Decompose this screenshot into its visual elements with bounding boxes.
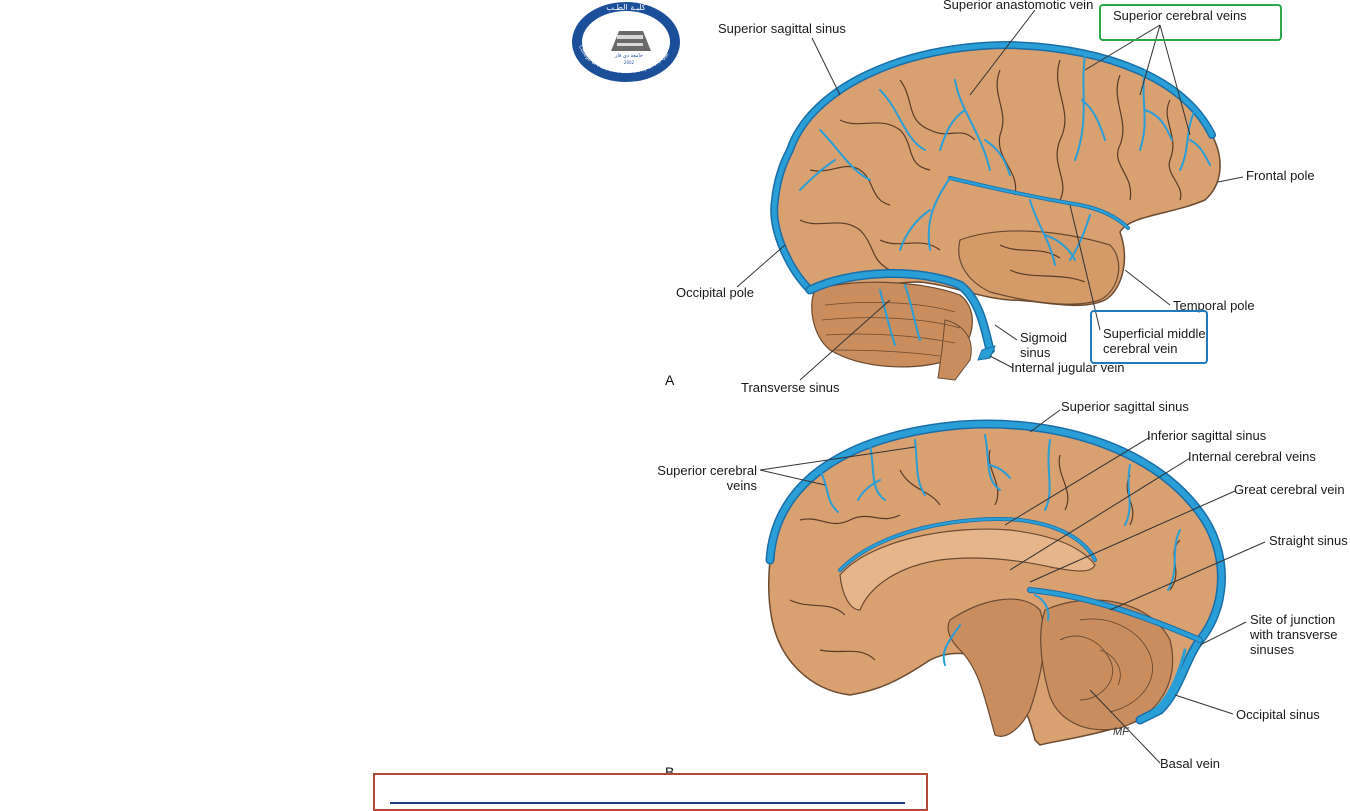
label-straight-sinus: Straight sinus [1269, 533, 1348, 548]
label-superior-cerebral-veins-b-line1: Superior cerebral [657, 463, 757, 478]
label-occipital-sinus: Occipital sinus [1236, 707, 1320, 722]
highlight-superficial-middle-cerebral-vein [1090, 310, 1208, 364]
svg-text:كليـة الطـب: كليـة الطـب [606, 3, 646, 12]
label-transverse-sinus: Transverse sinus [741, 380, 840, 395]
illustrator-signature: MF [1113, 726, 1129, 738]
svg-text:جامعة ذي قار: جامعة ذي قار [614, 53, 643, 59]
label-superior-cerebral-veins-a: Superior cerebral veins [1113, 8, 1247, 23]
label-occipital-pole: Occipital pole [676, 285, 755, 300]
svg-text:2002: 2002 [624, 60, 635, 65]
brainstem [937, 319, 972, 381]
brainstem-medial [947, 598, 1045, 737]
label-superior-sagittal-sinus-b: Superior sagittal sinus [1061, 399, 1189, 414]
bottom-title-underline [390, 802, 905, 804]
bottom-title-box [373, 773, 928, 811]
highlight-superior-cerebral-veins [1099, 4, 1282, 41]
label-great-cerebral-vein: Great cerebral vein [1234, 482, 1345, 497]
label-superficial-middle-cerebral-vein-line2: cerebral vein [1103, 341, 1178, 356]
figure-a-letter: A [665, 372, 675, 388]
label-sigmoid-sinus-line2: sinus [1020, 345, 1051, 360]
label-superior-sagittal-sinus-a: Superior sagittal sinus [718, 21, 846, 36]
label-site-of-junction-line1: Site of junction [1250, 612, 1336, 627]
label-site-of-junction-line2: with transverse [1250, 627, 1338, 642]
figure-b-letter: B [665, 764, 675, 780]
label-basal-vein: Basal vein [1160, 756, 1220, 771]
corpus-callosum [839, 528, 1096, 611]
label-superficial-middle-cerebral-vein-line1: Superficial middle [1103, 326, 1206, 341]
label-sigmoid-sinus-line1: Sigmoid [1020, 330, 1067, 345]
cerebellum-medial [1040, 599, 1174, 731]
college-logo: كليـة الطـب جامعة ذي قار 2002 College of… [572, 2, 680, 82]
label-frontal-pole: Frontal pole [1246, 168, 1315, 183]
temporal-lobe [958, 230, 1120, 305]
label-internal-cerebral-veins: Internal cerebral veins [1188, 449, 1316, 464]
label-site-of-junction-line3: sinuses [1250, 642, 1295, 657]
label-inferior-sagittal-sinus: Inferior sagittal sinus [1147, 428, 1267, 443]
label-superior-cerebral-veins-b-line2: veins [726, 478, 757, 493]
label-superior-anastomotic-vein: Superior anastomotic vein [943, 0, 1094, 12]
label-temporal-pole: Temporal pole [1173, 298, 1255, 313]
